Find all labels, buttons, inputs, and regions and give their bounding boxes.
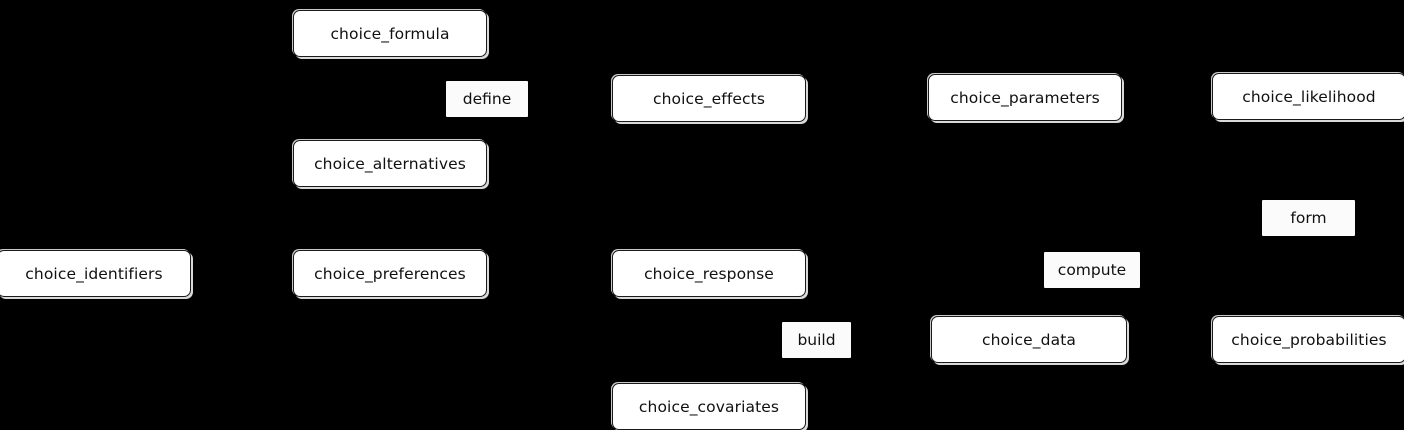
node-label: choice_formula [330,24,450,43]
node-choice-response[interactable]: choice_response [612,250,806,297]
edge-label-text: define [462,90,512,108]
node-choice-covariates[interactable]: choice_covariates [612,383,806,430]
node-label: choice_alternatives [314,154,466,173]
node-choice-parameters[interactable]: choice_parameters [928,74,1122,121]
node-label: choice_preferences [314,264,466,283]
edge-label-form: form [1262,200,1355,236]
edge-label-compute: compute [1044,252,1140,288]
node-choice-preferences[interactable]: choice_preferences [293,250,487,297]
node-choice-effects[interactable]: choice_effects [612,75,806,122]
node-label: choice_covariates [638,397,780,416]
edge-label-text: compute [1057,261,1127,279]
node-label: choice_likelihood [1242,87,1376,106]
edge-label-text: build [797,331,836,349]
node-choice-probabilities[interactable]: choice_probabilities [1212,316,1404,363]
node-label: choice_data [982,330,1076,349]
node-choice-likelihood[interactable]: choice_likelihood [1212,73,1404,120]
edge-label-define: define [446,81,528,117]
node-choice-data[interactable]: choice_data [931,316,1127,363]
edge-choice_response-build [708,297,782,341]
node-label: choice_identifiers [25,264,163,283]
node-label: choice_probabilities [1231,330,1387,349]
node-choice-identifiers[interactable]: choice_identifiers [0,250,191,297]
edge-choice_parameters-choice_likelihood [1121,95,1213,98]
edge-label-build: build [782,322,851,358]
node-choice-alternatives[interactable]: choice_alternatives [293,140,487,187]
node-label: choice_response [644,264,774,283]
edge-label-text: form [1290,209,1327,227]
node-label: choice_effects [652,89,765,108]
node-choice-formula[interactable]: choice_formula [293,10,487,57]
node-label: choice_parameters [950,88,1100,107]
